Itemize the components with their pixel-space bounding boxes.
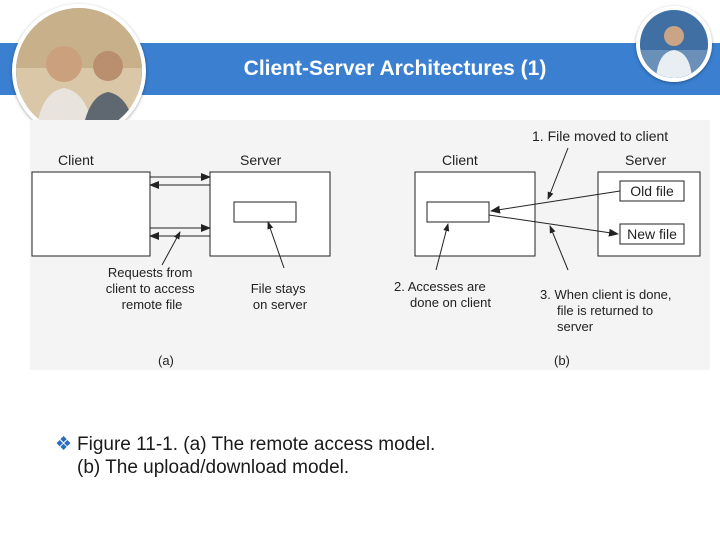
download-arrow [490, 190, 621, 214]
sublabel-b: (b) [554, 353, 570, 368]
diamond-bullet-icon: ❖ [55, 434, 73, 455]
remote-file-a [233, 201, 297, 223]
upload-arrow [488, 214, 619, 237]
office-worker-photo [636, 6, 712, 82]
requests-pointer [161, 231, 181, 266]
server-label-a: Server [240, 152, 282, 168]
requests-note: Requests from client to access remote fi… [106, 265, 199, 312]
step1-note: 1. File moved to client [532, 128, 668, 144]
new-file-label: New file [627, 226, 677, 242]
file-stays-note: File stays on server [251, 281, 310, 312]
new-file-box [619, 223, 685, 245]
figure-caption: ❖ Figure 11-1. (a) The remote access mod… [55, 433, 656, 479]
slide-title: Client-Server Architectures (1) [243, 57, 547, 80]
step2-note: 2. Accesses are done on client [394, 279, 491, 310]
client-label-b: Client [442, 152, 478, 168]
step2-pointer [435, 223, 450, 271]
client-label-a: Client [58, 152, 94, 168]
sublabel-a: (a) [158, 353, 174, 368]
file-stays-pointer [267, 221, 285, 269]
step1-pointer [547, 147, 569, 200]
step3-pointer [549, 225, 569, 271]
client-server-figure: Client Server Requests from client to ac… [30, 120, 710, 370]
local-copy-file [426, 201, 490, 223]
server-label-b: Server [625, 152, 667, 168]
old-file-label: Old file [630, 183, 674, 199]
caption-line-2: (b) The upload/download model. [77, 457, 350, 478]
business-people-photo [12, 4, 146, 138]
step3-note: 3. When client is done, file is returned… [540, 287, 675, 334]
diagram-upload-download: 1. File moved to client Client Server Ol… [394, 128, 701, 368]
diagram-remote-access: Client Server Requests from client to ac… [31, 152, 331, 368]
caption-line-1: Figure 11-1. (a) The remote access model… [77, 434, 436, 455]
client-box-a [31, 171, 151, 257]
